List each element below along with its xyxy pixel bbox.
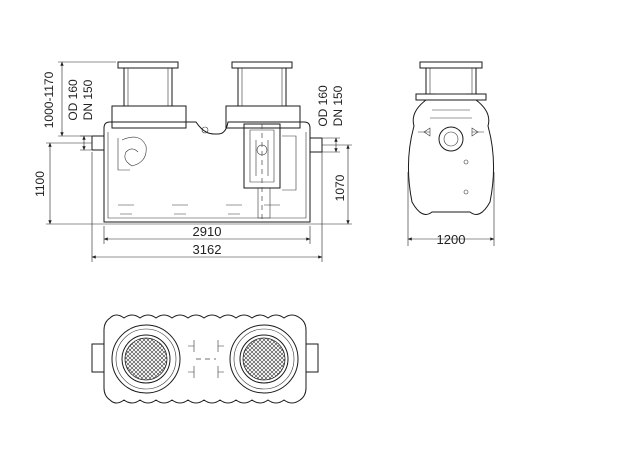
tank-body <box>102 121 312 225</box>
dim-total-height: 1100 <box>33 142 102 225</box>
right-pipe-dn-label: DN 150 <box>331 85 345 126</box>
right-manhole-cover <box>229 324 299 394</box>
dim-inner-length: 2910 <box>103 224 311 244</box>
side-view: 1000-1170 OD 160 DN 150 1100 OD 160 DN 1… <box>33 61 352 262</box>
left-manhole-cover <box>111 324 181 394</box>
left-access-shaft <box>111 61 187 129</box>
dim-inner-length-label: 2910 <box>193 224 222 239</box>
plan-view <box>91 314 319 404</box>
outlet-pipe <box>310 137 323 153</box>
dim-total-height-label: 1100 <box>33 171 47 197</box>
plan-view-outline <box>103 314 307 404</box>
dim-top-height-label: 1000-1170 <box>42 71 56 128</box>
dim-end-width: 1200 <box>407 172 495 247</box>
dim-total-length-label: 3162 <box>193 242 222 257</box>
left-pipe-dn-label: DN 150 <box>81 79 95 120</box>
dim-outlet-height: 1070 <box>312 144 352 225</box>
left-pipe-od-label: OD 160 <box>66 79 80 121</box>
dim-outlet-height-label: 1070 <box>333 174 347 201</box>
dim-total-length: 3162 <box>91 152 323 262</box>
right-access-shaft <box>225 61 301 129</box>
inlet-pipe <box>91 135 104 151</box>
dim-left-pipe: OD 160 DN 150 <box>66 79 95 151</box>
dim-right-pipe: OD 160 DN 150 <box>316 85 345 153</box>
end-view-body <box>407 99 495 215</box>
dim-end-width-label: 1200 <box>437 232 466 247</box>
end-view: 1200 <box>407 61 495 247</box>
right-pipe-od-label: OD 160 <box>316 85 330 127</box>
